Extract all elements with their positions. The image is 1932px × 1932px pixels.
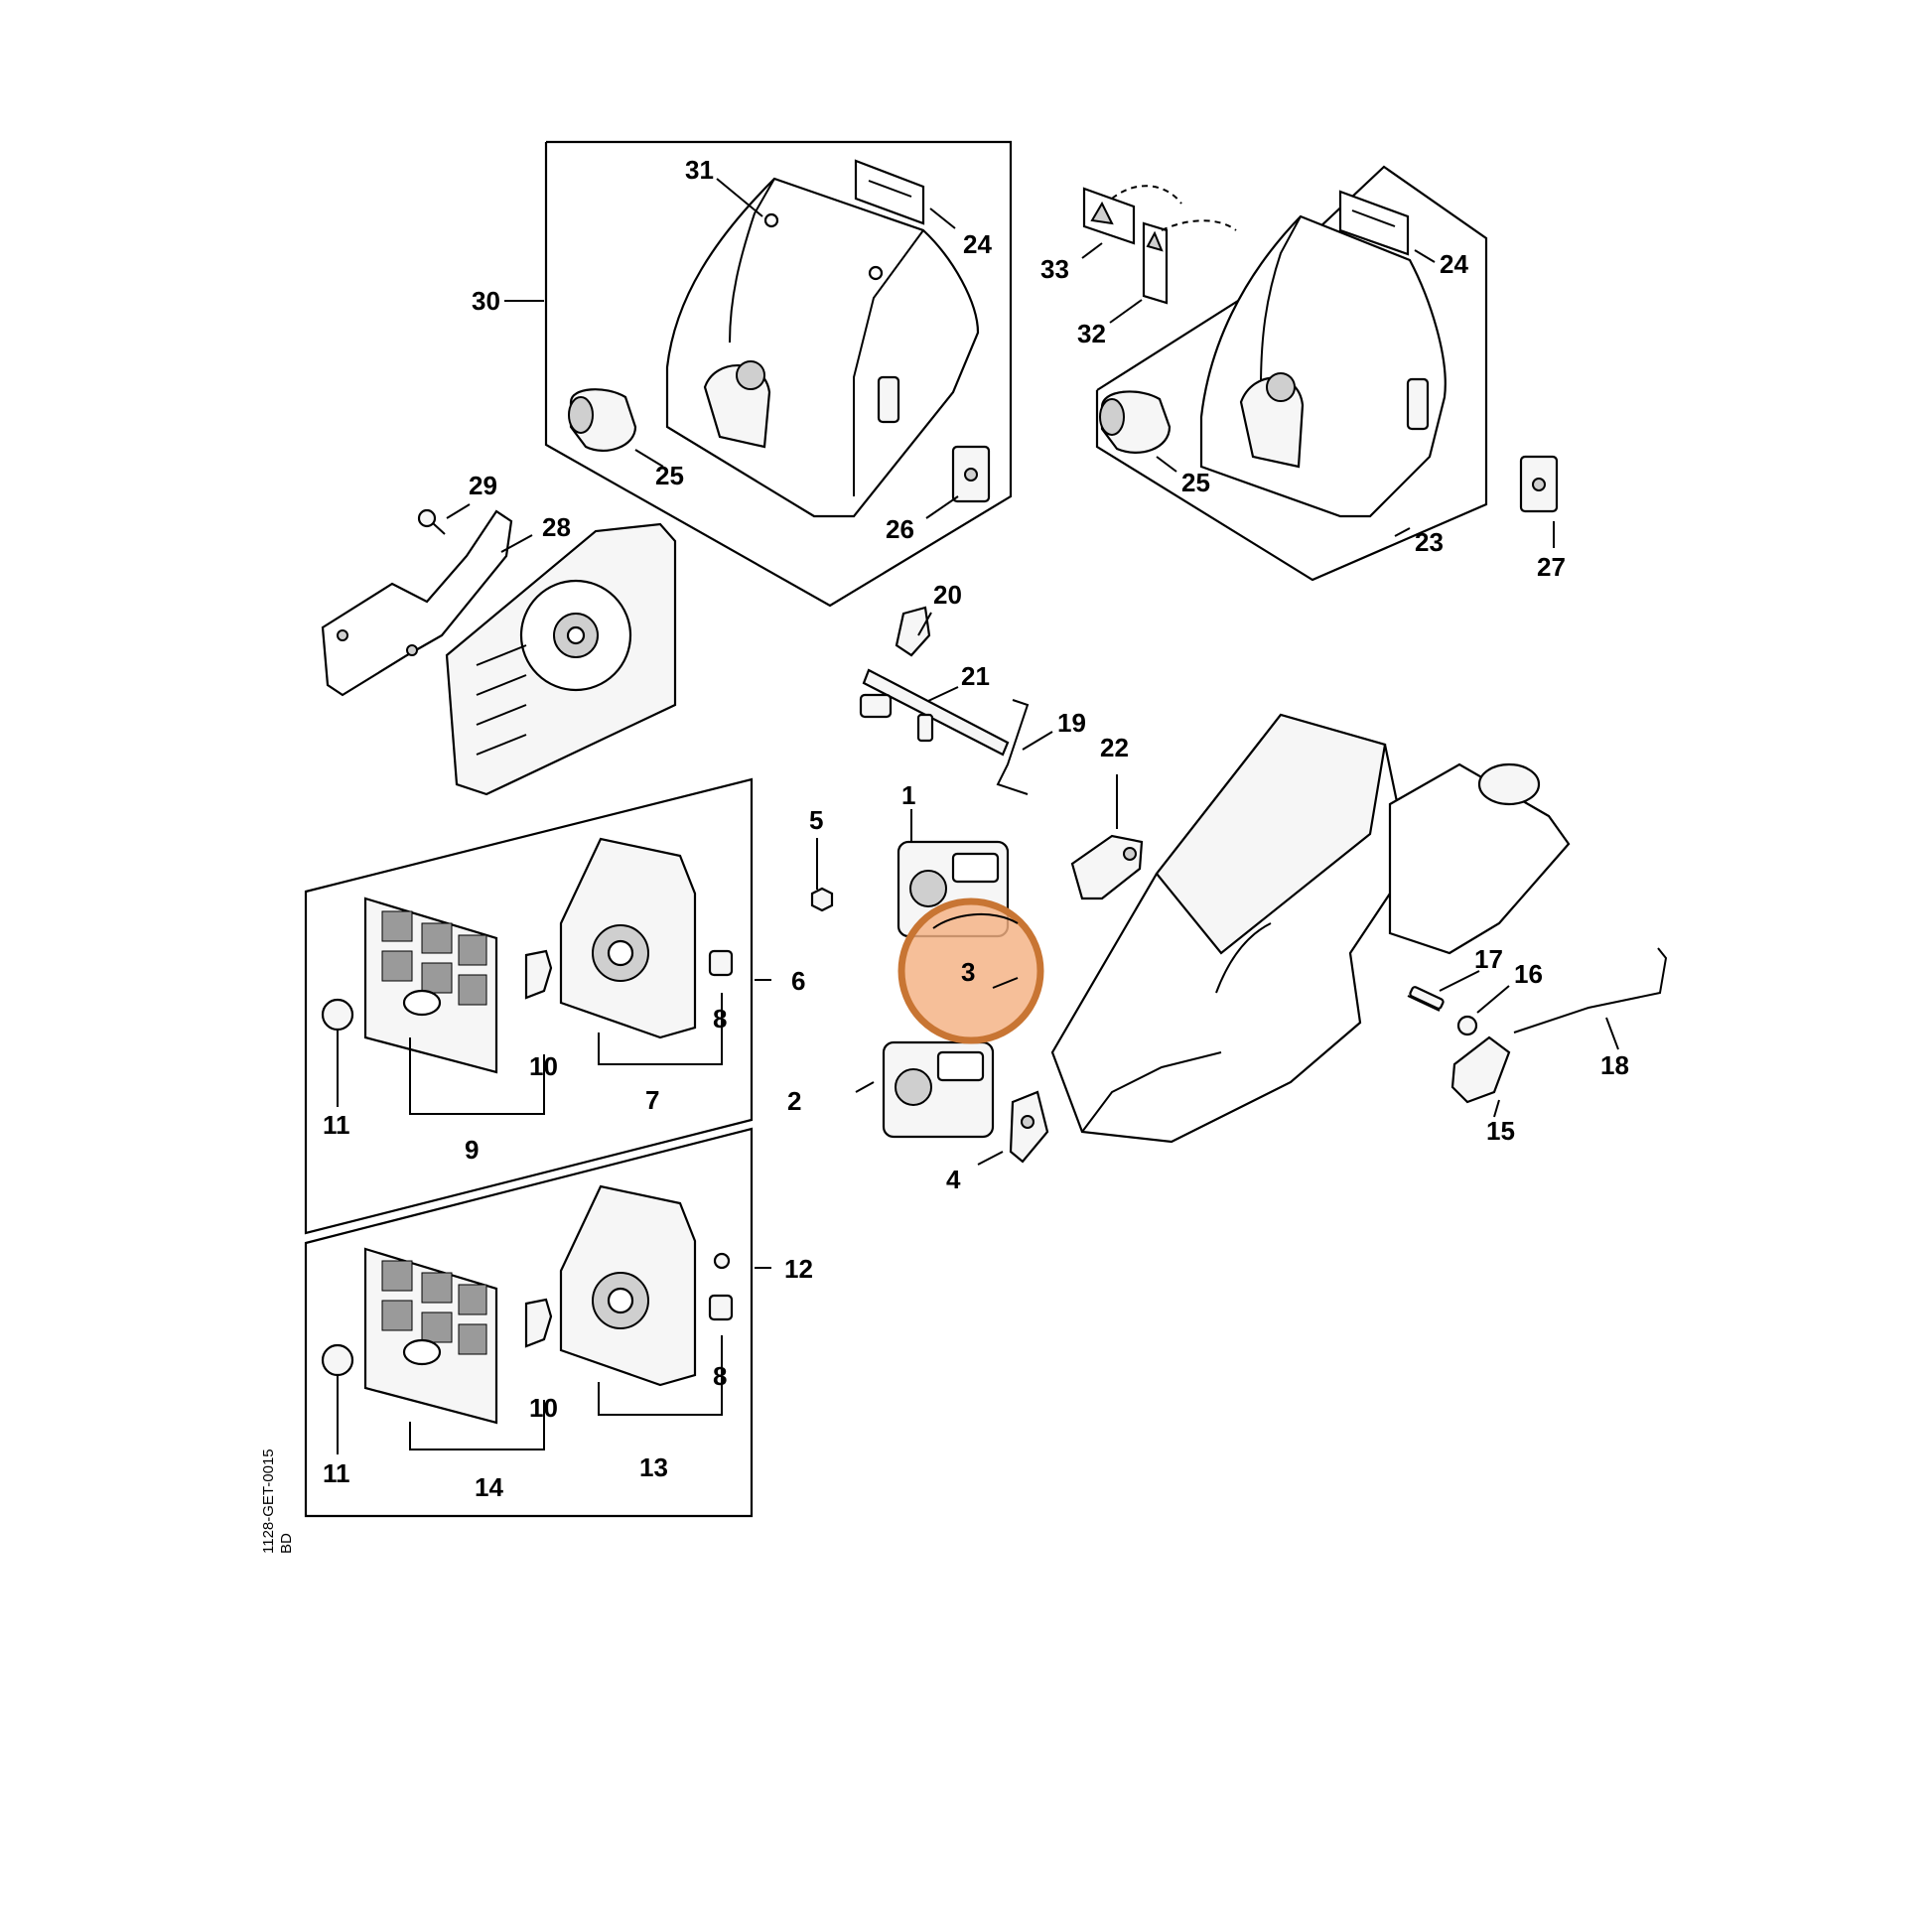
- callout-24-left: 24: [963, 229, 992, 259]
- callout-8-bottom: 8: [713, 1361, 727, 1391]
- seal-part-8b: [708, 1252, 734, 1321]
- callout-8-top: 8: [713, 1004, 727, 1034]
- callout-25-right: 25: [1181, 468, 1210, 497]
- callout-11-bottom: 11: [323, 1458, 350, 1488]
- callout-12: 12: [784, 1254, 813, 1284]
- screw-part-29: [417, 508, 446, 535]
- gasket-part-4: [1009, 1090, 1049, 1164]
- shaft-part-21: [859, 668, 1010, 757]
- callout-16: 16: [1514, 959, 1543, 989]
- highlighted-part-3: 3: [897, 897, 1044, 1044]
- assembly-box-6: [304, 777, 754, 1235]
- carburetor-part-2: [882, 1040, 995, 1139]
- warning-label-part-33: [1082, 187, 1136, 245]
- callout-2: 2: [787, 1086, 801, 1116]
- shroud-part-23: [1199, 214, 1447, 518]
- callout-4: 4: [946, 1165, 961, 1194]
- callout-27: 27: [1537, 552, 1566, 582]
- callout-33: 33: [1040, 254, 1069, 284]
- plug-part-11b: [321, 1343, 354, 1377]
- callout-20: 20: [933, 580, 962, 610]
- filter-housing-part-7: [559, 837, 697, 1039]
- drawing-code: 1128-GET-0015 BD: [260, 1449, 295, 1554]
- callout-17: 17: [1474, 944, 1503, 974]
- filter-housing-part-13: [559, 1184, 697, 1387]
- callout-25-left: 25: [655, 461, 684, 490]
- pin-part-17: [1407, 986, 1445, 1012]
- gasket-part-10b: [524, 1298, 553, 1348]
- starter-cover-part: [445, 522, 677, 796]
- callout-22: 22: [1100, 733, 1129, 762]
- callout-29: 29: [469, 471, 497, 500]
- label-part-24a: [854, 159, 925, 225]
- wire-part-19: [996, 699, 1030, 795]
- gasket-part-10a: [524, 949, 553, 1000]
- assembly-box-12: [304, 1127, 754, 1518]
- drawing-code-suffix: BD: [278, 1533, 295, 1554]
- label-part-24b: [1338, 190, 1410, 256]
- callout-labels: 31 24 30 25 26 29 28 33 32 24 25 23 27 2…: [323, 155, 1629, 1502]
- shroud-part-30: [665, 177, 980, 518]
- label-placement-arrow-a: [1111, 185, 1182, 205]
- clip-part-26: [951, 445, 991, 503]
- callout-6: 6: [791, 966, 805, 996]
- clip-part-27: [1519, 455, 1559, 513]
- callout-24-right: 24: [1440, 249, 1468, 279]
- callout-21: 21: [961, 661, 990, 691]
- callout-30: 30: [472, 286, 500, 316]
- callout-1: 1: [901, 780, 915, 810]
- rod-part-20: [895, 606, 931, 657]
- callout-13: 13: [639, 1452, 668, 1482]
- lever-part-15: [1450, 1035, 1511, 1104]
- callout-11-top: 11: [323, 1110, 350, 1140]
- knob-part-25b: [1099, 390, 1172, 454]
- plug-part-11a: [321, 998, 354, 1032]
- housing-part: [1050, 713, 1571, 1144]
- knob-part-25a: [568, 388, 637, 452]
- callout-5: 5: [809, 805, 823, 835]
- leader-lines: [337, 178, 1619, 1454]
- callout-19: 19: [1057, 708, 1086, 738]
- assembly-box-30: [544, 140, 1013, 608]
- seal-part-8a: [708, 949, 734, 977]
- callout-14: 14: [475, 1472, 503, 1502]
- lever-part-22: [1070, 834, 1144, 900]
- callout-32: 32: [1077, 319, 1106, 348]
- callout-10-bottom: 10: [529, 1393, 558, 1423]
- warning-label-part-32: [1142, 221, 1169, 305]
- filter-part-14: [363, 1247, 498, 1425]
- gasket-part-28: [321, 509, 513, 697]
- label-placement-arrow-b: [1161, 219, 1237, 231]
- spring-part-16: [1456, 1015, 1478, 1036]
- callout-15: 15: [1486, 1116, 1515, 1146]
- callout-23: 23: [1415, 527, 1444, 557]
- callout-10-top: 10: [529, 1051, 558, 1081]
- drawing-code-text: 1128-GET-0015: [260, 1449, 277, 1554]
- nut-part-5: [810, 887, 834, 912]
- callout-7: 7: [645, 1085, 659, 1115]
- callout-9: 9: [465, 1135, 479, 1165]
- callout-26: 26: [886, 514, 914, 544]
- callout-28: 28: [542, 512, 571, 542]
- wire-part-18: [1513, 947, 1668, 1034]
- callout-18: 18: [1600, 1050, 1629, 1080]
- callout-3: 3: [961, 957, 975, 987]
- filter-part-9: [363, 897, 498, 1074]
- callout-31: 31: [685, 155, 714, 185]
